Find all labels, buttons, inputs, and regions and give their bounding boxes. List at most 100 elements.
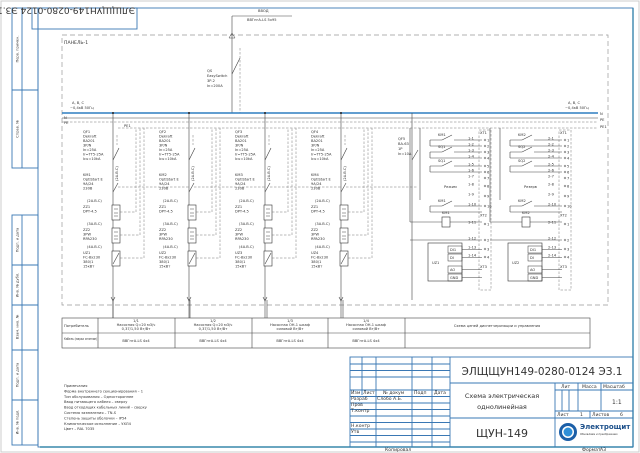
contact-label: KM1: [438, 199, 446, 203]
feeder-column: QF2DekraftВА2013P/NIn=25AIr=TT5-25AIcu=1…: [159, 112, 265, 318]
terminal-number: 3: [567, 247, 569, 251]
block-spec: 15кВт: [159, 265, 170, 269]
terminal-number: 1: [567, 138, 569, 142]
contactor-spec: 230В: [235, 187, 245, 191]
terminal-icon: [483, 156, 487, 160]
terminal-icon: [483, 204, 487, 208]
wire-number: 1-3: [468, 149, 474, 153]
terminal-strip-label: XT2: [480, 214, 487, 218]
relay-contact-row: KM1: [429, 199, 482, 213]
note-line: Степень защиты оболочки – IP54: [64, 416, 127, 420]
stamp-format-label: Формат: [582, 447, 601, 453]
block-spec: RPA230: [235, 237, 249, 241]
consumer-cell: силовой Вт/Вт: [277, 327, 304, 331]
rotated-doc-code: ЭЛЩЩУН149-0280-0124 ЭЗ.1: [0, 4, 135, 14]
stamp-sheet-label: Лист: [557, 412, 569, 418]
wire-mark: (2А.В.С): [315, 199, 330, 203]
consumer-cell: Насосная Q=20 м3/ч: [117, 323, 156, 327]
contact-label: SQ2: [518, 159, 525, 163]
contactor-spec: KM4: [311, 173, 319, 177]
wire-number: 2-6: [548, 169, 555, 173]
protection-block-icon: [111, 227, 121, 244]
left-strip-label: Инв. № подл.: [16, 410, 20, 435]
breaker-spec: In=25A: [311, 148, 325, 152]
consumer-cell: Насосная ОН-1 шкаф: [270, 323, 310, 327]
block-spec: ZZ2: [235, 228, 242, 232]
stamp-header-doc: № докум: [383, 390, 405, 396]
note-line: Ввод питающего кабеля – сверху: [64, 400, 128, 404]
wire-mark: (2А.В.С): [87, 199, 102, 203]
block-pe-link: [120, 128, 141, 236]
consumer-cell: 0,37/1,50 Вт/Вт: [122, 327, 151, 331]
control-qf-poles: 1P: [398, 147, 403, 151]
cable-cell: ВВГнгА-LS 4х4: [352, 339, 380, 343]
bus-pe-label: PE: [64, 121, 69, 125]
title-block: ЭЛЩЩУН149-0280-0124 ЭЗ.1 № докум Изм Лис…: [349, 356, 634, 453]
company-name: Электрощит: [580, 423, 631, 431]
terminal-strip-label: XT3: [560, 265, 567, 269]
wire-mark: (3А.В.С): [87, 222, 102, 226]
block-pe-link: [272, 128, 289, 213]
wire-number: 2-4: [548, 155, 555, 159]
terminal-strip: [558, 129, 572, 291]
uz-io-label: GND: [530, 276, 538, 280]
wire-number: 1-11: [468, 221, 476, 225]
wire-number: 2-9: [548, 193, 555, 197]
terminal-icon: [483, 238, 487, 242]
wire-number: 1-7: [468, 175, 474, 179]
breaker-spec: QF1: [83, 130, 90, 134]
block-spec: FC-8x230: [311, 256, 329, 260]
block-spec: FC-8x230: [235, 256, 253, 260]
stamp-title-line2: однолинейная: [477, 403, 527, 411]
stamp-role-tcontrol: Т.контр: [350, 408, 370, 414]
wire-mark: (4А.В.С): [315, 245, 330, 249]
terminal-icon: [563, 184, 567, 188]
stamp-sheets: 6: [620, 412, 623, 418]
block-spec: UZ3: [235, 251, 242, 255]
breaker-spec: Ir=TT5-25A: [235, 153, 256, 157]
terminal-icon: [563, 238, 567, 242]
terminal-icon: [483, 170, 487, 174]
contactor-spec: OptiStart E: [159, 178, 179, 182]
wire-number: 1-8: [468, 183, 475, 187]
cable-cell: ВВГнгА-LS 4х4: [122, 339, 150, 343]
input-line: ВВОД ВВГнгА-LS 5х95 QS EasySwitch 3P-2 I…: [207, 9, 292, 113]
uz-box: [427, 242, 463, 282]
relay-contact-row: KM2: [509, 199, 562, 213]
terminal-number: 2: [487, 144, 489, 148]
drive-diagonal: [188, 252, 196, 265]
stamp-sheets-label: Листов: [592, 412, 609, 418]
note-line: Тип обслуживания – Одностороннее: [63, 395, 134, 399]
wire-number: 2-2: [548, 143, 554, 147]
breaker-icon: [112, 147, 120, 161]
uz-io-label: DI1: [530, 248, 536, 252]
block-spec: DPT-4.5: [83, 210, 97, 214]
wire-mark: (3А.В.С): [315, 222, 330, 226]
terminal-icon: [563, 222, 567, 226]
breaker-icon: [188, 147, 196, 161]
block-spec: FC-8x230: [83, 256, 101, 260]
terminal-number: 7: [487, 176, 489, 180]
block-winding: [190, 208, 194, 217]
terminal-icon: [563, 170, 567, 174]
uz-io-label: DI: [450, 256, 454, 260]
drive-diagonal: [112, 252, 120, 265]
stamp-header-date: Дата: [434, 390, 446, 396]
wire-number: 2-7: [548, 175, 554, 179]
wire-mark: (4А.В.С): [87, 245, 102, 249]
stamp-developer-name: Слобо А.Б.: [377, 396, 402, 402]
company-logo-icon: [559, 423, 577, 441]
block-spec: 380/1: [311, 260, 321, 264]
block-spec: 3PW: [311, 233, 319, 237]
qs-type: EasySwitch: [207, 74, 227, 78]
feeder-column: QF3DekraftВА2013P/NIn=25AIr=TT5-25AIcu=1…: [235, 112, 341, 318]
block-pe-link: [348, 128, 369, 236]
contact-gap: [522, 150, 534, 154]
block-pe-link: [272, 128, 297, 259]
breaker-spec: 3P/N: [83, 144, 92, 148]
block-pe-link: [196, 128, 221, 259]
bus-pe-label-right: PE: [600, 118, 605, 122]
contactor-spec: 9A/24: [159, 182, 170, 186]
block-spec: RPA230: [159, 237, 173, 241]
